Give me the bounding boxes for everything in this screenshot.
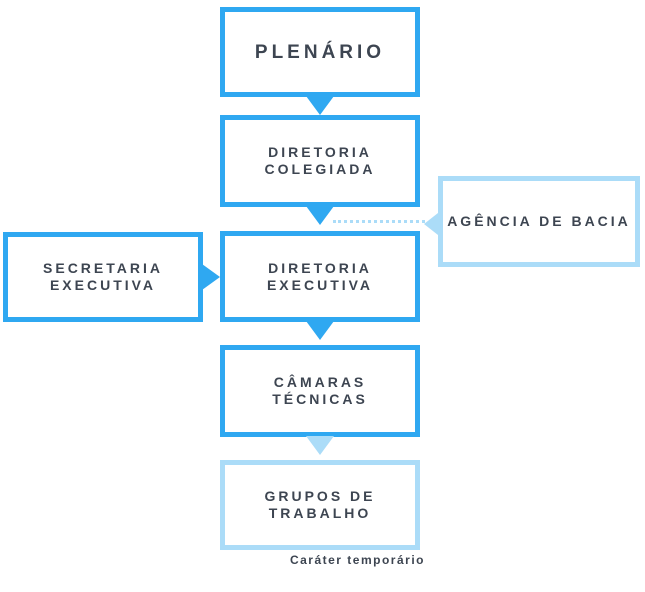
node-secretaria-executiva-label: SECRETARIA EXECUTIVA bbox=[43, 260, 163, 293]
node-agencia-de-bacia: AGÊNCIA DE BACIA bbox=[438, 176, 640, 267]
arrow-down-icon bbox=[306, 321, 334, 340]
node-grupos-de-trabalho-label: GRUPOS DE TRABALHO bbox=[264, 488, 376, 521]
node-plenario: PLENÁRIO bbox=[220, 7, 420, 97]
node-diretoria-colegiada-label: DIRETORIA COLEGIADA bbox=[264, 144, 376, 177]
node-secretaria-executiva: SECRETARIA EXECUTIVA bbox=[3, 232, 203, 322]
node-diretoria-executiva: DIRETORIA EXECUTIVA bbox=[220, 231, 420, 322]
temporary-character-caption: Caráter temporário bbox=[289, 553, 425, 567]
node-agencia-de-bacia-label: AGÊNCIA DE BACIA bbox=[447, 213, 631, 229]
node-camaras-tecnicas: CÂMARAS TÉCNICAS bbox=[220, 345, 420, 437]
arrow-down-icon bbox=[306, 436, 334, 455]
dotted-connector-line bbox=[333, 220, 425, 223]
arrow-left-icon bbox=[424, 213, 438, 235]
arrow-down-icon bbox=[306, 206, 334, 225]
node-camaras-tecnicas-label: CÂMARAS TÉCNICAS bbox=[272, 374, 368, 407]
node-grupos-de-trabalho: GRUPOS DE TRABALHO bbox=[220, 460, 420, 550]
arrow-down-icon bbox=[306, 96, 334, 115]
node-diretoria-executiva-label: DIRETORIA EXECUTIVA bbox=[266, 259, 374, 293]
arrow-right-icon bbox=[202, 264, 220, 290]
node-plenario-label: PLENÁRIO bbox=[254, 41, 386, 63]
node-diretoria-colegiada: DIRETORIA COLEGIADA bbox=[220, 115, 420, 207]
